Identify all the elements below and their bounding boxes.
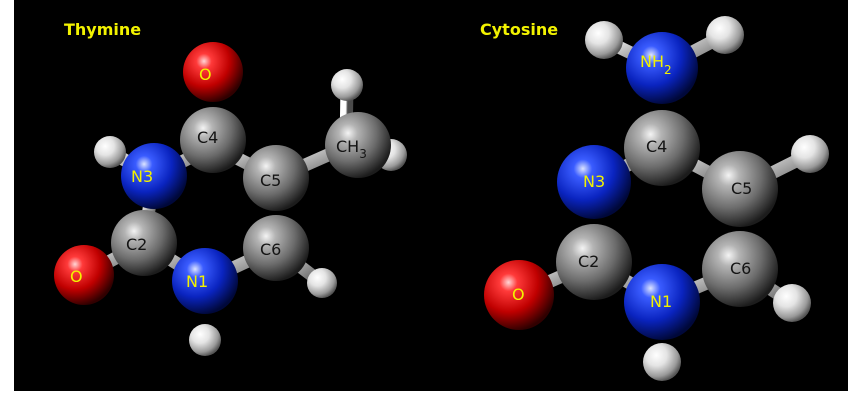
thymine-label-c4: C4 xyxy=(197,128,218,147)
cytosine-label-c2: C2 xyxy=(578,252,599,271)
thymine-oxygen-top xyxy=(183,42,243,102)
cytosine-nitrogen-nh2 xyxy=(626,32,698,104)
thymine-label-c2: C2 xyxy=(126,235,147,254)
thymine-oxygen-left xyxy=(54,245,114,305)
thymine-label-n3: N3 xyxy=(131,167,153,186)
cytosine-label-nh2: NH2 xyxy=(640,52,672,77)
thymine-label-c5: C5 xyxy=(260,171,281,190)
thymine-label-c6: C6 xyxy=(260,240,281,259)
thymine-carbon-c5 xyxy=(243,145,309,211)
thymine-hydrogen-ch3-top xyxy=(331,69,363,101)
cytosine-label-c5: C5 xyxy=(731,179,752,198)
thymine-carbon-c6 xyxy=(243,215,309,281)
cytosine-hydrogen-c5 xyxy=(791,135,829,173)
cytosine-molecule: NH2 C4 N3 C5 C2 C6 O N1 xyxy=(484,16,829,381)
cytosine-nitrogen-n1 xyxy=(624,264,700,340)
thymine-nitrogen-n1 xyxy=(172,248,238,314)
cytosine-hydrogen-n1 xyxy=(643,343,681,381)
thymine-label-ch3: CH3 xyxy=(336,137,367,161)
title-cytosine: Cytosine xyxy=(480,20,558,39)
cytosine-carbon-c6 xyxy=(702,231,778,307)
cytosine-carbon-c2 xyxy=(556,224,632,300)
cytosine-oxygen xyxy=(484,260,554,330)
thymine-label-o-top: O xyxy=(199,65,212,84)
thymine-carbon-c2 xyxy=(111,210,177,276)
thymine-hydrogen-n3 xyxy=(94,136,126,168)
cytosine-nitrogen-n3 xyxy=(557,145,631,219)
title-thymine: Thymine xyxy=(64,20,141,39)
thymine-carbon-ch3 xyxy=(325,112,391,178)
thymine-hydrogen-c6 xyxy=(307,268,337,298)
cytosine-label-c6: C6 xyxy=(730,259,751,278)
thymine-nitrogen-n3 xyxy=(121,143,187,209)
cytosine-label-n1: N1 xyxy=(650,292,672,311)
cytosine-hydrogen-c6 xyxy=(773,284,811,322)
cytosine-hydrogen-nh2-left xyxy=(585,21,623,59)
cytosine-hydrogen-nh2-right xyxy=(706,16,744,54)
thymine-molecule: O C4 N3 C5 CH3 C2 C6 O N1 xyxy=(54,42,407,356)
molecule-viewer-canvas: Thymine Cytosine xyxy=(14,0,848,391)
cytosine-label-c4: C4 xyxy=(646,137,667,156)
thymine-hydrogen-n1 xyxy=(189,324,221,356)
cytosine-carbon-c4 xyxy=(624,110,700,186)
thymine-label-n1: N1 xyxy=(186,272,208,291)
cytosine-carbon-c5 xyxy=(702,151,778,227)
cytosine-label-o: O xyxy=(512,285,525,304)
molecule-diagrams: Thymine Cytosine xyxy=(54,16,829,381)
thymine-carbon-c4 xyxy=(180,107,246,173)
cytosine-label-n3: N3 xyxy=(583,172,605,191)
thymine-label-o-left: O xyxy=(70,267,83,286)
